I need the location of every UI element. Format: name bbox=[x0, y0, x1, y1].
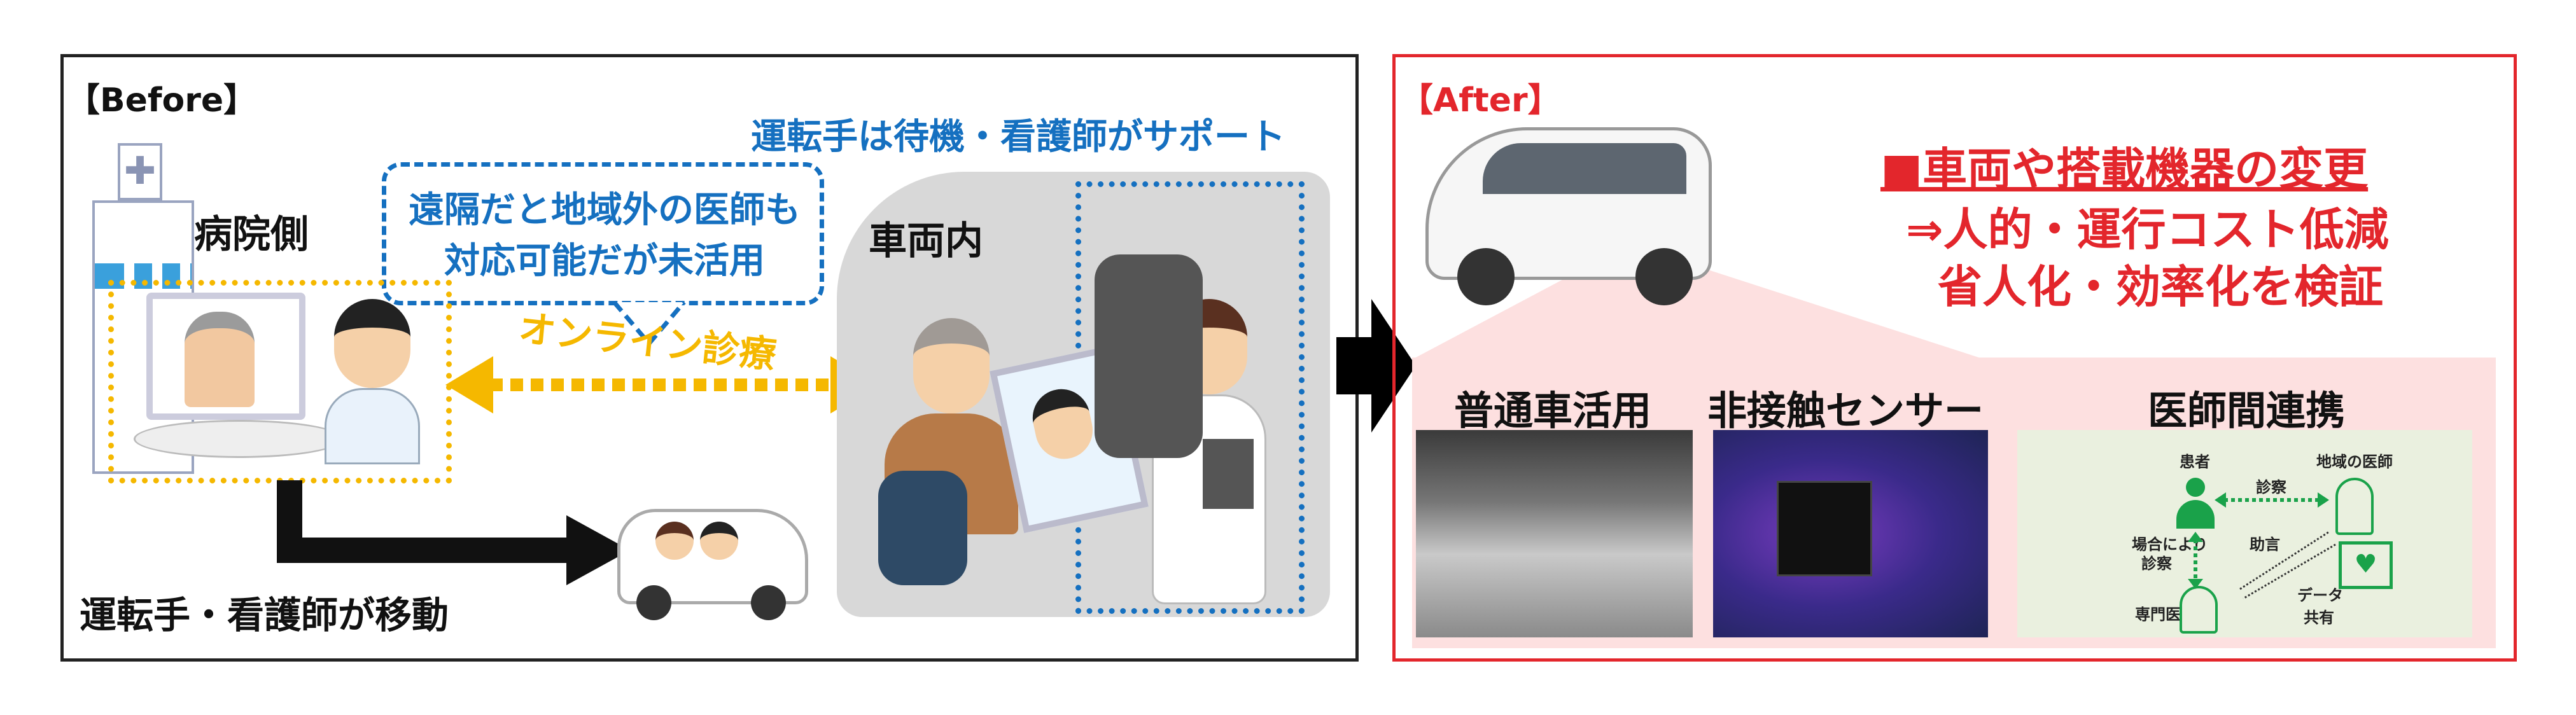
bubble-line-1: 遠隔だと地域外の医師も bbox=[409, 190, 801, 231]
diagram-conditional-2: 診察 bbox=[2141, 555, 2172, 573]
diagram-data-2: 共有 bbox=[2304, 609, 2334, 627]
bubble-tail bbox=[612, 300, 686, 347]
after-headline: ■車両や搭載機器の変更 bbox=[1880, 143, 2369, 195]
after-label: 【After】 bbox=[1400, 81, 1561, 120]
diagram-consult: 診察 bbox=[2256, 478, 2286, 496]
move-label: 運転手・看護師が移動 bbox=[80, 594, 449, 637]
car-seat-icon bbox=[1095, 254, 1203, 458]
item-title-contactless-sensor: 非接触センサー bbox=[1707, 387, 1984, 434]
patient-person-icon bbox=[2176, 478, 2215, 529]
monitor-icon bbox=[146, 293, 305, 420]
hospital-label: 病院側 bbox=[194, 212, 309, 257]
collaboration-diagram: 患者 地域の医師 診察 場合により 診察 助言 ♥ データ 共有 専門医 bbox=[2017, 430, 2472, 637]
before-label: 【Before】 bbox=[67, 81, 257, 120]
item-title-doctor-collaboration: 医師間連携 bbox=[2147, 387, 2345, 434]
diagram-advice: 助言 bbox=[2250, 536, 2280, 553]
doctor-icon bbox=[325, 299, 420, 464]
consult-arrow bbox=[2215, 492, 2329, 508]
small-car-icon bbox=[617, 496, 808, 623]
vehicle-inside-label: 車両内 bbox=[869, 219, 983, 263]
remote-doctor-bubble bbox=[382, 162, 824, 305]
vitals-monitor-icon: ♥ bbox=[2339, 541, 2393, 589]
item-title-regular-car: 普通車活用 bbox=[1453, 387, 1651, 434]
diagram-data-1: データ bbox=[2297, 587, 2343, 604]
sensor-photo bbox=[1713, 430, 1988, 637]
support-note: 運転手は待機・看護師がサポート bbox=[751, 116, 1285, 158]
after-line-2: ⇒人的・運行コスト低減 bbox=[1906, 204, 2389, 256]
desk-icon bbox=[134, 420, 344, 458]
van-icon bbox=[1425, 108, 1712, 318]
car-interior-photo bbox=[1416, 430, 1693, 637]
diagram-local-doctor: 地域の医師 bbox=[2316, 453, 2393, 471]
conditional-arrow bbox=[2188, 532, 2203, 589]
move-arrow bbox=[277, 480, 630, 585]
diagram-patient: 患者 bbox=[2180, 453, 2210, 471]
after-panel bbox=[1392, 54, 2517, 662]
before-after-arrow bbox=[1336, 299, 1416, 433]
local-doctor-icon bbox=[2335, 478, 2374, 535]
advice-data-arrows bbox=[2239, 531, 2336, 600]
seat-icon bbox=[878, 471, 967, 585]
pink-callout bbox=[1412, 248, 1985, 359]
diagram-specialist: 専門医 bbox=[2135, 606, 2181, 623]
bubble-line-2: 対応可能だが未活用 bbox=[444, 240, 765, 282]
after-line-3: 省人化・効率化を検証 bbox=[1938, 261, 2383, 313]
specialist-icon bbox=[2180, 586, 2218, 634]
